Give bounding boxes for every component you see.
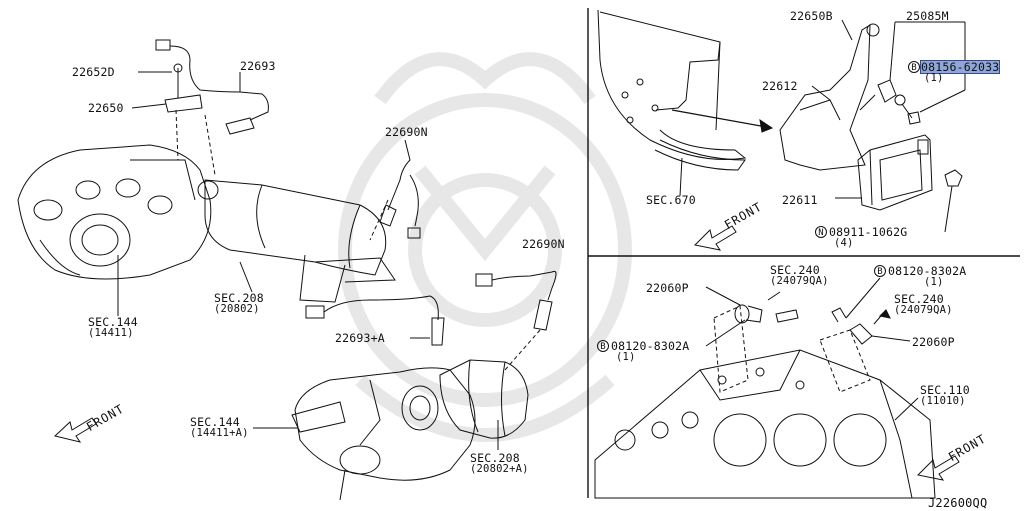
catalyst-upper xyxy=(204,179,396,303)
bolt-b-marker-08156: B xyxy=(908,61,920,73)
label-sec208-upper: SEC.208 xyxy=(214,291,264,305)
front-arrow-left xyxy=(53,417,97,443)
label-08911-1062g: 08911-1062G xyxy=(829,225,908,239)
sensor-25085m xyxy=(877,79,921,125)
label-08120-right: 08120-8302A xyxy=(888,264,967,278)
label-sec208-upper-sub: (20802) xyxy=(214,303,260,315)
knock-sensor-right xyxy=(831,307,891,345)
label-08911-qty: (4) xyxy=(834,237,854,249)
label-sec240-left: SEC.240 xyxy=(770,263,820,277)
label-sec144-lower-sub: (14411+A) xyxy=(190,427,249,439)
label-08156-qty: (1) xyxy=(924,72,944,84)
front-arrow-upper-right xyxy=(693,225,737,251)
label-08120-right-qty: (1) xyxy=(924,276,944,288)
label-25085m: 25085M xyxy=(906,9,949,23)
label-22060p-left: 22060P xyxy=(646,281,689,295)
label-sec240-right-sub: (24079QA) xyxy=(894,304,953,316)
label-sec110: SEC.110 xyxy=(920,383,970,397)
label-08120-left-qty: (1) xyxy=(616,351,636,363)
label-08156-62033: 08156-62033 xyxy=(919,60,1001,74)
cylinder-block xyxy=(594,349,936,499)
label-22690n-upper: 22690N xyxy=(385,125,428,139)
bolt-b-marker-right: B xyxy=(874,265,886,277)
body-panel-sec670 xyxy=(597,9,747,197)
catalyst-lower xyxy=(439,359,529,439)
o2-sensor-22690n-lower xyxy=(475,270,557,371)
label-22650: 22650 xyxy=(88,101,124,115)
label-22611: 22611 xyxy=(782,193,818,207)
bolt-b-marker-left: B xyxy=(597,340,609,352)
label-22650b: 22650B xyxy=(790,9,833,23)
ecm-22611 xyxy=(857,134,933,211)
label-sec208-lower-sub: (20802+A) xyxy=(470,463,529,475)
label-sec144-upper-sub: (14411) xyxy=(88,327,134,339)
label-22690n-lower: 22690N xyxy=(522,237,565,251)
nut-n-marker: N xyxy=(815,226,827,238)
label-22612: 22612 xyxy=(762,79,798,93)
label-sec240-right: SEC.240 xyxy=(894,292,944,306)
label-sec144-upper: SEC.144 xyxy=(88,315,138,329)
label-sec144-lower: SEC.144 xyxy=(190,415,240,429)
label-22693a: 22693+A xyxy=(335,331,385,345)
o2-sensor-22690n-upper xyxy=(379,139,421,239)
label-sec670: SEC.670 xyxy=(646,193,696,207)
o2-sensor-upper xyxy=(131,39,269,135)
turbo-assembly-upper xyxy=(17,144,219,280)
label-sec240-left-sub: (24079QA) xyxy=(770,275,829,287)
diagram-id: J22600QQ xyxy=(928,496,988,510)
label-22652d: 22652D xyxy=(72,65,115,79)
label-sec110-sub: (11010) xyxy=(920,395,966,407)
turbo-assembly-lower xyxy=(291,367,476,501)
label-22060p-right: 22060P xyxy=(912,335,955,349)
label-22693: 22693 xyxy=(240,59,276,73)
label-08120-left: 08120-8302A xyxy=(611,339,690,353)
watermark-emblem xyxy=(338,52,632,442)
o2-sensor-22693a xyxy=(305,295,445,346)
front-arrow-lower-right xyxy=(916,455,960,481)
label-sec208-lower: SEC.208 xyxy=(470,451,520,465)
knock-sensor-left xyxy=(734,291,799,324)
bracket-22612 xyxy=(779,19,871,171)
